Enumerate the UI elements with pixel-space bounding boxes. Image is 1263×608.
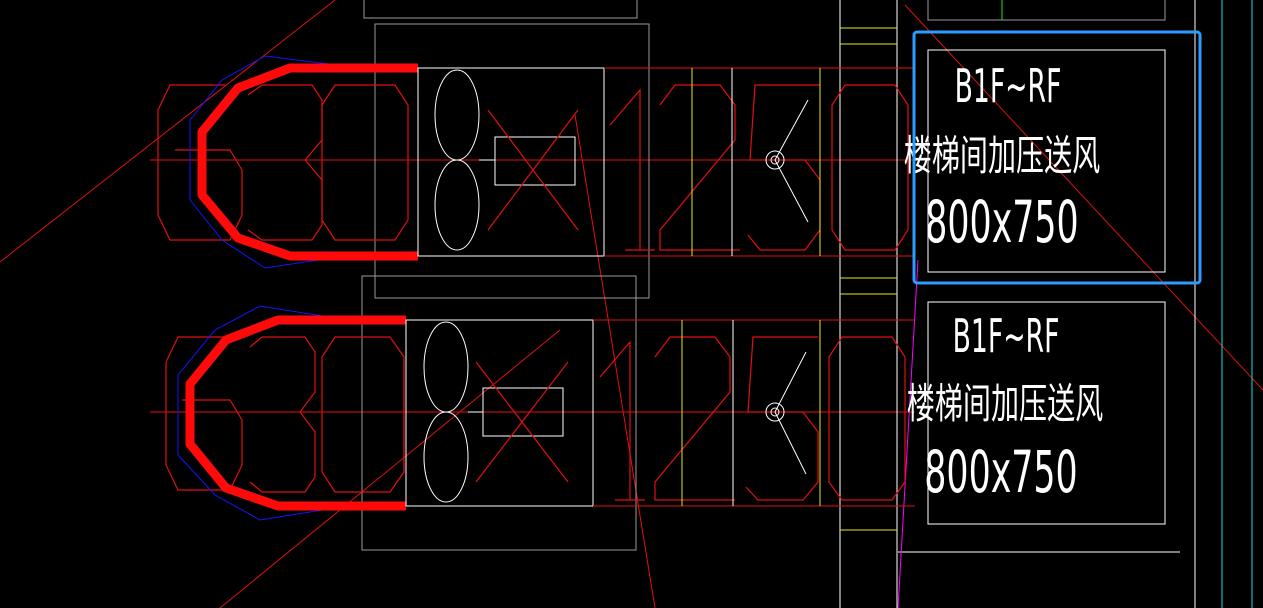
damper-circle-inner-lower: [770, 407, 780, 417]
gray-box-lower: [361, 275, 637, 551]
damper-blade-up-upper: [774, 99, 809, 161]
digit-0-outline-2: [831, 84, 909, 251]
digit-0-outline: [321, 84, 409, 241]
digit-5-outline: [745, 336, 819, 501]
hood-bold-lower[interactable]: [185, 315, 406, 511]
label-frame-upper: [927, 49, 1166, 273]
diagonal-line-center: [574, 114, 656, 608]
diagonal-line-lower-left: [219, 329, 561, 608]
gray-box-upper: [374, 23, 650, 299]
damper-circle-outer-lower: [765, 402, 785, 422]
digit-6-outline: [165, 336, 243, 491]
fan-box-lower[interactable]: [405, 319, 594, 507]
floor-range-text-lower: B1F~RF: [953, 309, 1060, 363]
duct-assembly-upper[interactable]: [157, 55, 915, 269]
purpose-text-lower: 楼梯间加压送风: [907, 381, 1103, 429]
purpose-text-upper: 楼梯间加压送风: [904, 133, 1100, 181]
fan-impeller-bottom-upper: [434, 159, 480, 251]
glyph-x: [475, 361, 569, 483]
gray-box-top: [363, 0, 638, 19]
size-text-lower: 800x750: [924, 440, 1077, 507]
gray-box-top-right: [927, 0, 1166, 21]
fan-box-upper[interactable]: [417, 67, 605, 257]
floor-range-text-upper: B1F~RF: [955, 59, 1062, 113]
dimension-text-outline-upper-630: [157, 84, 409, 241]
digit-3-outline: [249, 336, 316, 493]
damper-circle-outer-upper: [765, 150, 785, 170]
damper-circle-inner-upper: [770, 155, 780, 165]
digit-2-outline: [654, 336, 735, 501]
dimension-text-outline-lower-x1250: [475, 336, 906, 501]
digit-1-outline: [599, 340, 645, 501]
damper-blade-down-upper: [774, 159, 809, 223]
motor-box-lower: [482, 387, 564, 437]
hood-bold-upper[interactable]: [197, 63, 418, 261]
size-text-upper: 800x750: [925, 190, 1078, 257]
glyph-x: [487, 109, 579, 231]
hood-outline-blue-upper: [189, 55, 346, 269]
digit-6-outline: [157, 84, 243, 241]
selection-highlight-box[interactable]: [912, 30, 1202, 285]
diagonal-line-right: [904, 4, 1263, 391]
label-block-upper[interactable]: B1F~RF 楼梯间加压送风 800x750: [904, 30, 1202, 285]
digit-2-outline: [659, 84, 740, 251]
label-frame-lower: [927, 301, 1166, 525]
gray-outlines: [361, 0, 1166, 551]
damper-blade-down-lower: [774, 411, 807, 475]
digit-1-outline: [609, 88, 655, 251]
digit-0-outline-2: [828, 336, 906, 501]
digit-0-outline: [321, 336, 405, 493]
dimension-text-outline-lower-630: [165, 336, 405, 493]
hood-outline-blue-lower: [177, 305, 336, 521]
digit-3-outline: [247, 84, 323, 241]
magenta-line: [897, 259, 919, 608]
dimension-text-outline-upper-x1250: [487, 84, 909, 251]
motor-box-upper: [494, 136, 576, 186]
damper-blade-up-lower: [774, 351, 807, 413]
diagonal-line-left: [0, 0, 336, 263]
duct-assembly-lower[interactable]: [165, 305, 915, 521]
label-block-lower[interactable]: B1F~RF 楼梯间加压送风 800x750: [907, 301, 1166, 525]
vertical-service-lines: [839, 0, 1253, 608]
fan-impeller-bottom-lower: [423, 411, 469, 503]
